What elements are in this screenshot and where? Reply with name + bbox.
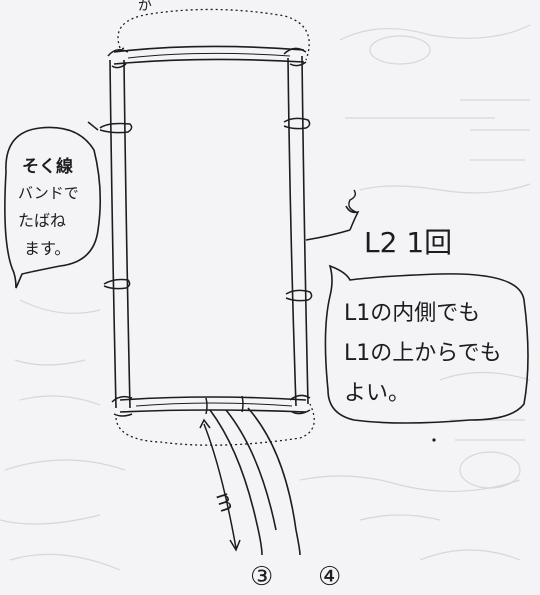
cable-tie-right-mid [285, 289, 313, 302]
top-fragment-text: が [138, 0, 152, 14]
bottom-bar [119, 396, 307, 413]
right-note-bubble [324, 264, 529, 424]
right-note-line-2: L1の上からでも [344, 341, 502, 366]
cable-tie-right-top [283, 117, 311, 130]
corner-joints [107, 47, 311, 417]
cables [209, 407, 301, 556]
right-note-text: L1の内側でも L1の上からでも よい。 [344, 301, 502, 406]
left-note-line-2: バンドで [18, 184, 79, 202]
left-note-line-1: そく線 [22, 156, 73, 177]
step-label-3: ③ [250, 562, 273, 592]
l2-leader-line [305, 205, 360, 241]
cable-tie-left-mid [103, 278, 131, 290]
left-note-text: そく線 バンドで たばね ます。 [18, 156, 79, 258]
step-label-4: ④ [318, 562, 341, 592]
right-bar [287, 55, 309, 407]
l2-part-label: L2 1回 [364, 226, 452, 259]
left-note-line-4: ます。 [24, 239, 70, 258]
left-note-bubble [4, 126, 102, 289]
cable-tie-bottom [205, 395, 244, 415]
cable-ties [87, 117, 313, 415]
cable-tie-left-top [99, 122, 133, 134]
ink-dot [432, 438, 436, 442]
right-note-line-3: よい。 [344, 381, 410, 406]
cable-4 [247, 407, 301, 556]
l2-leader-squiggle [348, 189, 357, 213]
top-bar [113, 45, 305, 65]
left-note-line-3: たばね [18, 211, 66, 230]
cable-3 [209, 409, 263, 556]
frame-dotted-outline [113, 8, 315, 446]
arrow-label: m [211, 489, 240, 515]
right-note-line-1: L1の内側でも [344, 301, 480, 326]
left-bar [109, 59, 131, 409]
direction-arrow [199, 418, 241, 552]
